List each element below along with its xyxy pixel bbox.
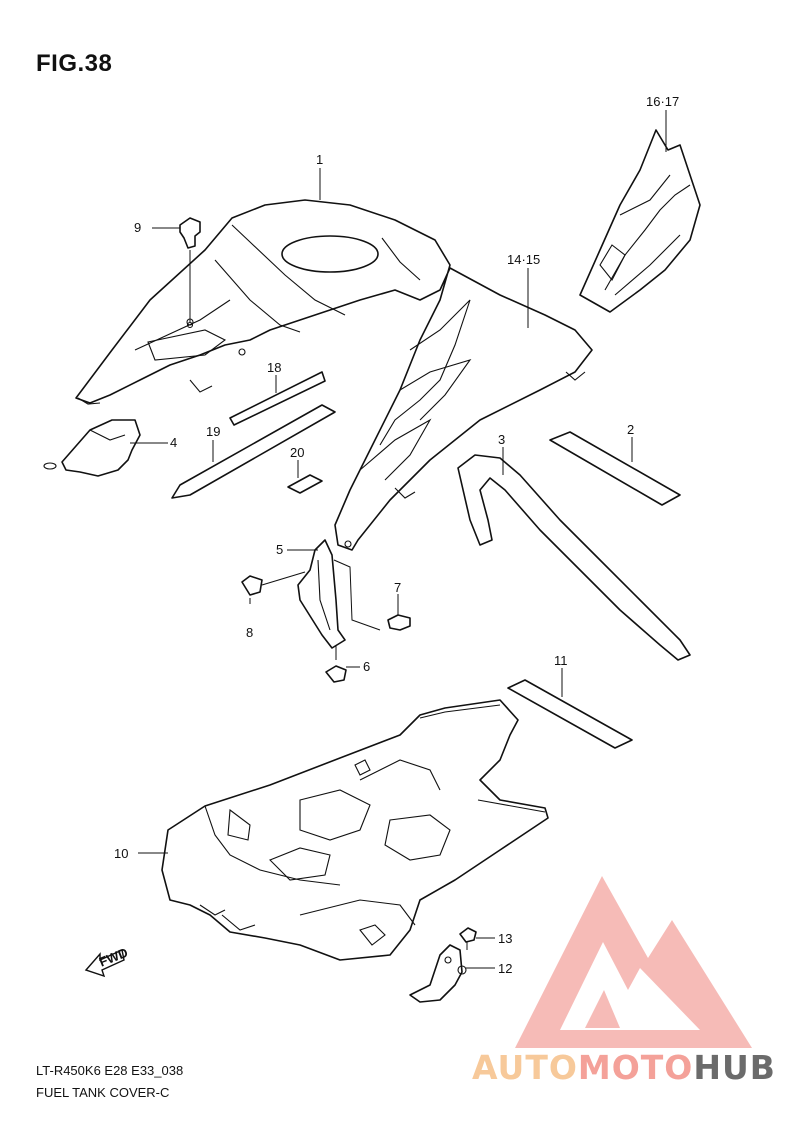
footer-section-name: FUEL TANK COVER-C — [36, 1085, 170, 1100]
figure-title: FIG.38 — [36, 50, 113, 77]
part-4-bracket — [43, 419, 141, 477]
callout-14-15: 14·15 — [507, 252, 540, 267]
part-12-bracket — [409, 944, 467, 1003]
callout-3: 3 — [498, 432, 505, 447]
callout-4: 4 — [170, 435, 177, 450]
part-7-screw — [387, 605, 411, 631]
callout-1: 1 — [316, 152, 323, 167]
part-9-clip — [179, 217, 201, 329]
part-16-17-decal — [579, 129, 701, 313]
callout-12: 12 — [498, 961, 512, 976]
watermark-logo — [515, 876, 752, 1048]
callout-labels: 1 9 16·17 14·15 2 3 4 18 19 20 5 7 8 6 1… — [114, 94, 679, 976]
callout-5: 5 — [276, 542, 283, 557]
callout-13: 13 — [498, 931, 512, 946]
callout-20: 20 — [290, 445, 304, 460]
part-20-pad — [287, 474, 323, 494]
part-3-long-strip — [457, 454, 691, 661]
part-2-strip — [549, 431, 681, 506]
callout-10: 10 — [114, 846, 128, 861]
watermark-hub: HUB — [693, 1048, 776, 1087]
part-10-under-tray — [161, 699, 549, 961]
part-5-bracket — [297, 539, 381, 649]
part-19-strip — [171, 404, 336, 499]
fwd-label: FWD — [97, 945, 130, 970]
callout-16-17: 16·17 — [646, 94, 679, 109]
callout-19: 19 — [206, 424, 220, 439]
callout-6: 6 — [363, 659, 370, 674]
part-18-strip — [229, 371, 326, 426]
part-13-screw — [459, 927, 477, 950]
part-1-fuel-tank-cover — [75, 199, 593, 551]
callout-7: 7 — [394, 580, 401, 595]
callout-18: 18 — [267, 360, 281, 375]
watermark-moto: MOTO — [577, 1048, 694, 1087]
part-11-strip — [507, 679, 633, 749]
callout-2: 2 — [627, 422, 634, 437]
watermark-auto: AUTO — [472, 1048, 578, 1087]
footer-model-code: LT-R450K6 E28 E33_038 — [36, 1063, 184, 1078]
fwd-arrow-icon: FWD — [84, 945, 130, 978]
watermark-brand: AUTOMOTOHUB — [472, 1048, 776, 1087]
part-8-nut — [241, 571, 306, 596]
leader-lines — [130, 110, 667, 969]
callout-11: 11 — [554, 653, 568, 668]
part-6-screw — [325, 646, 347, 683]
callout-8: 8 — [246, 625, 253, 640]
callout-9: 9 — [134, 220, 141, 235]
